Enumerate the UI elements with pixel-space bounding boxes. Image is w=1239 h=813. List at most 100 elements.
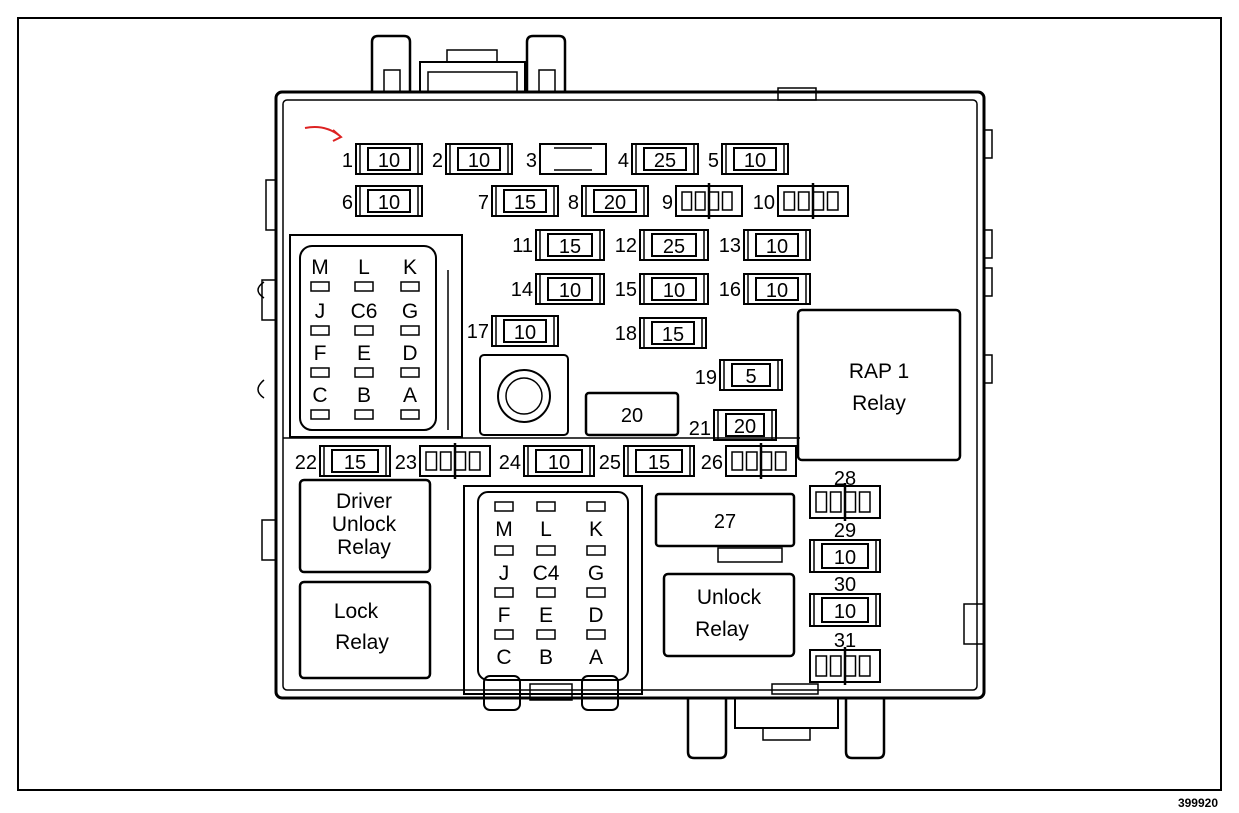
svg-text:RAP 1: RAP 1	[849, 360, 909, 383]
fuse-number: 29	[834, 520, 856, 542]
fuse-10: 10	[753, 183, 849, 219]
fuse-23: 23	[395, 443, 491, 479]
fuse-1: 10 1	[342, 143, 423, 175]
fuse-28: 28	[809, 468, 881, 521]
fuse-rating: 15	[514, 192, 536, 214]
fuse-rating: 15	[559, 236, 581, 258]
fuse-rating: 20	[734, 416, 756, 438]
c4-pin-label: D	[588, 604, 603, 627]
c6-pin-label: A	[403, 384, 417, 407]
c4-pin-label: A	[589, 646, 603, 669]
fuse-number: 22	[295, 452, 317, 474]
fuse-rating: 10	[468, 150, 490, 172]
fuse-number: 24	[499, 452, 521, 474]
fuse-19: 519	[695, 359, 783, 391]
fuse-26: 26	[701, 443, 797, 479]
c6-pin	[400, 281, 420, 292]
fuse-7: 15 7	[478, 185, 559, 217]
c6-pin-label: D	[402, 342, 417, 365]
c4-pin	[586, 501, 606, 512]
fuse-number: 17	[467, 321, 489, 343]
fuse-number: 19	[695, 367, 717, 389]
c4-pin	[536, 587, 556, 598]
c6-pin	[310, 409, 330, 420]
c6-pin	[354, 409, 374, 420]
fuse-3: 3	[526, 143, 607, 175]
c6-pin	[354, 325, 374, 336]
fuse-number: 5	[708, 150, 719, 172]
svg-text:Relay: Relay	[335, 631, 389, 654]
c4-pin-label: L	[540, 518, 552, 541]
fuse-number: 12	[615, 235, 637, 257]
fuse-20: 20	[584, 391, 680, 437]
fuse-rating: 25	[654, 150, 676, 172]
fuse-4: 254	[618, 143, 699, 175]
svg-text:Lock: Lock	[334, 600, 379, 623]
annotation-arrow	[304, 126, 343, 142]
svg-text:Relay: Relay	[852, 392, 906, 415]
fuse-number: 26	[701, 452, 723, 474]
c6-pin	[354, 367, 374, 378]
fuse-number: 8	[568, 192, 579, 214]
fuse-9: 9	[662, 183, 743, 219]
c4-pin-label: E	[539, 604, 553, 627]
c6-pin-label: G	[402, 300, 418, 323]
fuse-rating: 10	[378, 150, 400, 172]
figure-id: 399920	[1178, 796, 1218, 810]
c4-pin	[536, 629, 556, 640]
fuse-rating: 10	[834, 601, 856, 623]
c6-pin-label: E	[357, 342, 371, 365]
c4-pin	[536, 545, 556, 556]
c6-pin	[310, 367, 330, 378]
c6-pin-label: M	[311, 256, 329, 279]
fuse-number: 31	[834, 630, 856, 652]
c4-pin-label: M	[495, 518, 513, 541]
figure-frame	[17, 17, 1222, 791]
fuse-number: 13	[719, 235, 741, 257]
fuse-rating: 15	[662, 324, 684, 346]
fuse-number: 28	[834, 468, 856, 490]
fuse-number: 2	[432, 150, 443, 172]
fuse-rating: 10	[663, 280, 685, 302]
fuse-6: 10 6	[342, 185, 423, 217]
c6-pin	[310, 281, 330, 292]
rap1-relay: RAP 1 Relay	[796, 308, 962, 462]
fuse-rating: 25	[663, 236, 685, 258]
fuse-8: 20 8	[568, 185, 649, 217]
c6-pin	[400, 409, 420, 420]
svg-text:Relay: Relay	[695, 618, 749, 641]
fuse-number: 1	[342, 150, 353, 172]
c4-pin-label: F	[498, 604, 511, 627]
fuse-number: 7	[478, 192, 489, 214]
c4-pin	[494, 501, 514, 512]
fuse-rating: 10	[766, 280, 788, 302]
fuse-12: 25 12	[615, 229, 709, 261]
svg-text:Relay: Relay	[337, 536, 391, 559]
fuse-rating: 10	[378, 192, 400, 214]
fuse-rating: 10	[766, 236, 788, 258]
c6-pin-label: L	[358, 256, 370, 279]
fuse-rating: 10	[514, 322, 536, 344]
c4-pin	[536, 501, 556, 512]
c4-pin	[586, 629, 606, 640]
fuse-number: 6	[342, 192, 353, 214]
fuse-rating: 10	[744, 150, 766, 172]
fuse-block-housing	[257, 34, 993, 760]
c4-pin	[494, 587, 514, 598]
fuse-rating: 20	[604, 192, 626, 214]
fuse-rating: 15	[648, 452, 670, 474]
c6-pin	[354, 281, 374, 292]
fuse-rating: 10	[559, 280, 581, 302]
c4-pin-label: K	[589, 518, 603, 541]
fuse-number: 10	[753, 192, 775, 214]
fuse-number: 30	[834, 574, 856, 596]
fuse-2: 10 2	[432, 143, 513, 175]
c6-pin-label: C6	[351, 300, 378, 323]
fuse-number: 14	[511, 279, 533, 301]
